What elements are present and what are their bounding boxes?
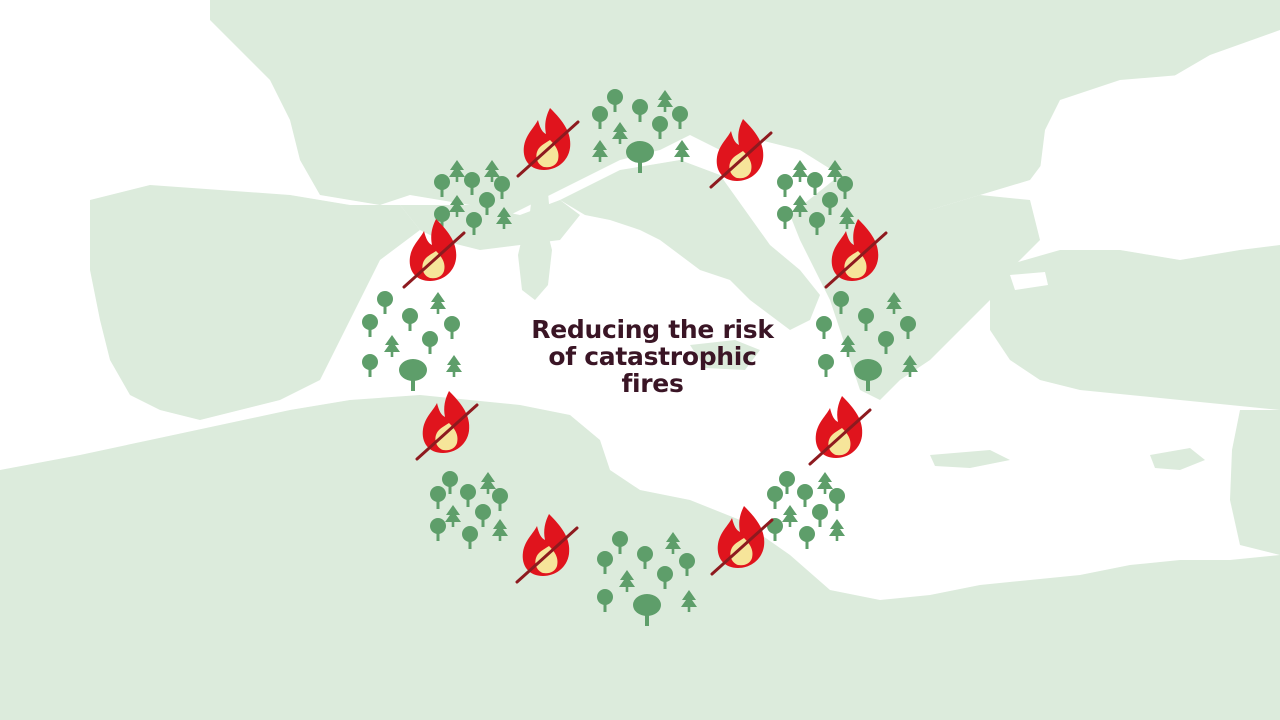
tree-cluster-icon (816, 291, 918, 391)
no-fire-icon (415, 389, 479, 461)
land-crete (930, 450, 1010, 468)
land-corsica (530, 193, 550, 220)
black-sea (1040, 55, 1280, 235)
caption-line-2: of catastrophic (548, 342, 757, 371)
no-fire-icon (824, 217, 888, 289)
land-sicily (690, 340, 760, 370)
tree-cluster-icon (430, 471, 508, 549)
caption: Reducing the risk of catastrophic fires (500, 316, 805, 397)
tree-cluster-icon (434, 160, 512, 235)
tree-cluster-icon (777, 160, 855, 235)
no-fire-icon (808, 394, 872, 466)
no-fire-icon (402, 217, 466, 289)
no-fire-icon (710, 504, 774, 576)
no-fire-icon (515, 512, 579, 584)
tree-cluster-icon (362, 291, 462, 391)
tree-cluster-icon (597, 531, 697, 626)
land-italy (560, 160, 820, 330)
land-europe-north (210, 0, 1280, 220)
inland-water (1010, 55, 1280, 290)
land-cyprus (1150, 448, 1205, 470)
land-iberia (90, 185, 420, 420)
no-fire-icon (709, 117, 773, 189)
caption-line-3: fires (621, 369, 684, 398)
land-sardinia (518, 222, 552, 300)
land-levant (1230, 410, 1280, 555)
land-anatolia (990, 245, 1280, 410)
tree-cluster-icon (767, 471, 845, 549)
caption-line-1: Reducing the risk (531, 315, 774, 344)
caspian-edge (1010, 272, 1048, 290)
no-fire-icon (516, 106, 580, 178)
tree-cluster-icon (592, 89, 690, 173)
